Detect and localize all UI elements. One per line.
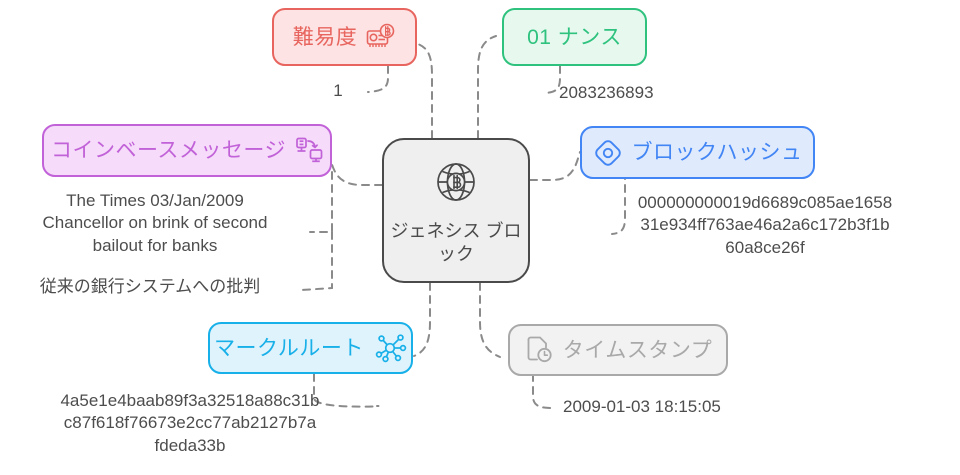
- gpu-mining-card-icon: [366, 23, 396, 51]
- leaf-value-difficulty: 1: [333, 81, 343, 100]
- leaf-value-coinbase-message-note: 従来の銀行システムへの批判: [39, 277, 261, 296]
- center-node-genesis-block[interactable]: ジェネシス ブロック: [382, 138, 530, 283]
- leaf-value-nonce: 2083236893: [559, 83, 654, 102]
- leaf-value-merkle-root: 4a5e1e4baab89f3a32518a88c31b c87f618f766…: [60, 391, 320, 455]
- leaf-value-timestamp: 2009-01-03 18:15:05: [563, 397, 721, 416]
- branch-node-timestamp[interactable]: タイムスタンプ: [508, 324, 728, 376]
- center-node-label: ジェネシス ブロック: [390, 221, 522, 264]
- leaf-value-coinbase-message: The Times 03/Jan/2009 Chancellor on brin…: [42, 191, 268, 255]
- branch-node-block-hash[interactable]: ブロックハッシュ: [580, 126, 815, 179]
- branch-label-difficulty: 難易度: [292, 25, 358, 49]
- branch-label-coinbase-message: コインベースメッセージ: [50, 139, 287, 162]
- leaf-value-block-hash: 000000000019d6689c085ae1658 31e934ff763a…: [637, 193, 893, 257]
- branch-node-difficulty[interactable]: 難易度: [272, 8, 417, 66]
- branch-label-merkle-root: マークルルート: [214, 336, 364, 360]
- server-transfer-icon: [295, 137, 323, 164]
- branch-label-block-hash: ブロックハッシュ: [631, 141, 803, 164]
- branch-label-nonce: 01 ナンス: [527, 25, 622, 49]
- document-clock-icon: [524, 335, 554, 365]
- diamond-target-icon: [593, 138, 623, 168]
- branch-node-merkle-root[interactable]: マークルルート: [208, 322, 413, 374]
- globe-bitcoin-icon: [430, 156, 482, 213]
- branch-node-coinbase-message[interactable]: コインベースメッセージ: [42, 124, 332, 177]
- branch-label-timestamp: タイムスタンプ: [562, 338, 713, 362]
- branch-node-nonce[interactable]: 01 ナンス: [502, 8, 647, 66]
- network-hub-icon: [373, 333, 407, 363]
